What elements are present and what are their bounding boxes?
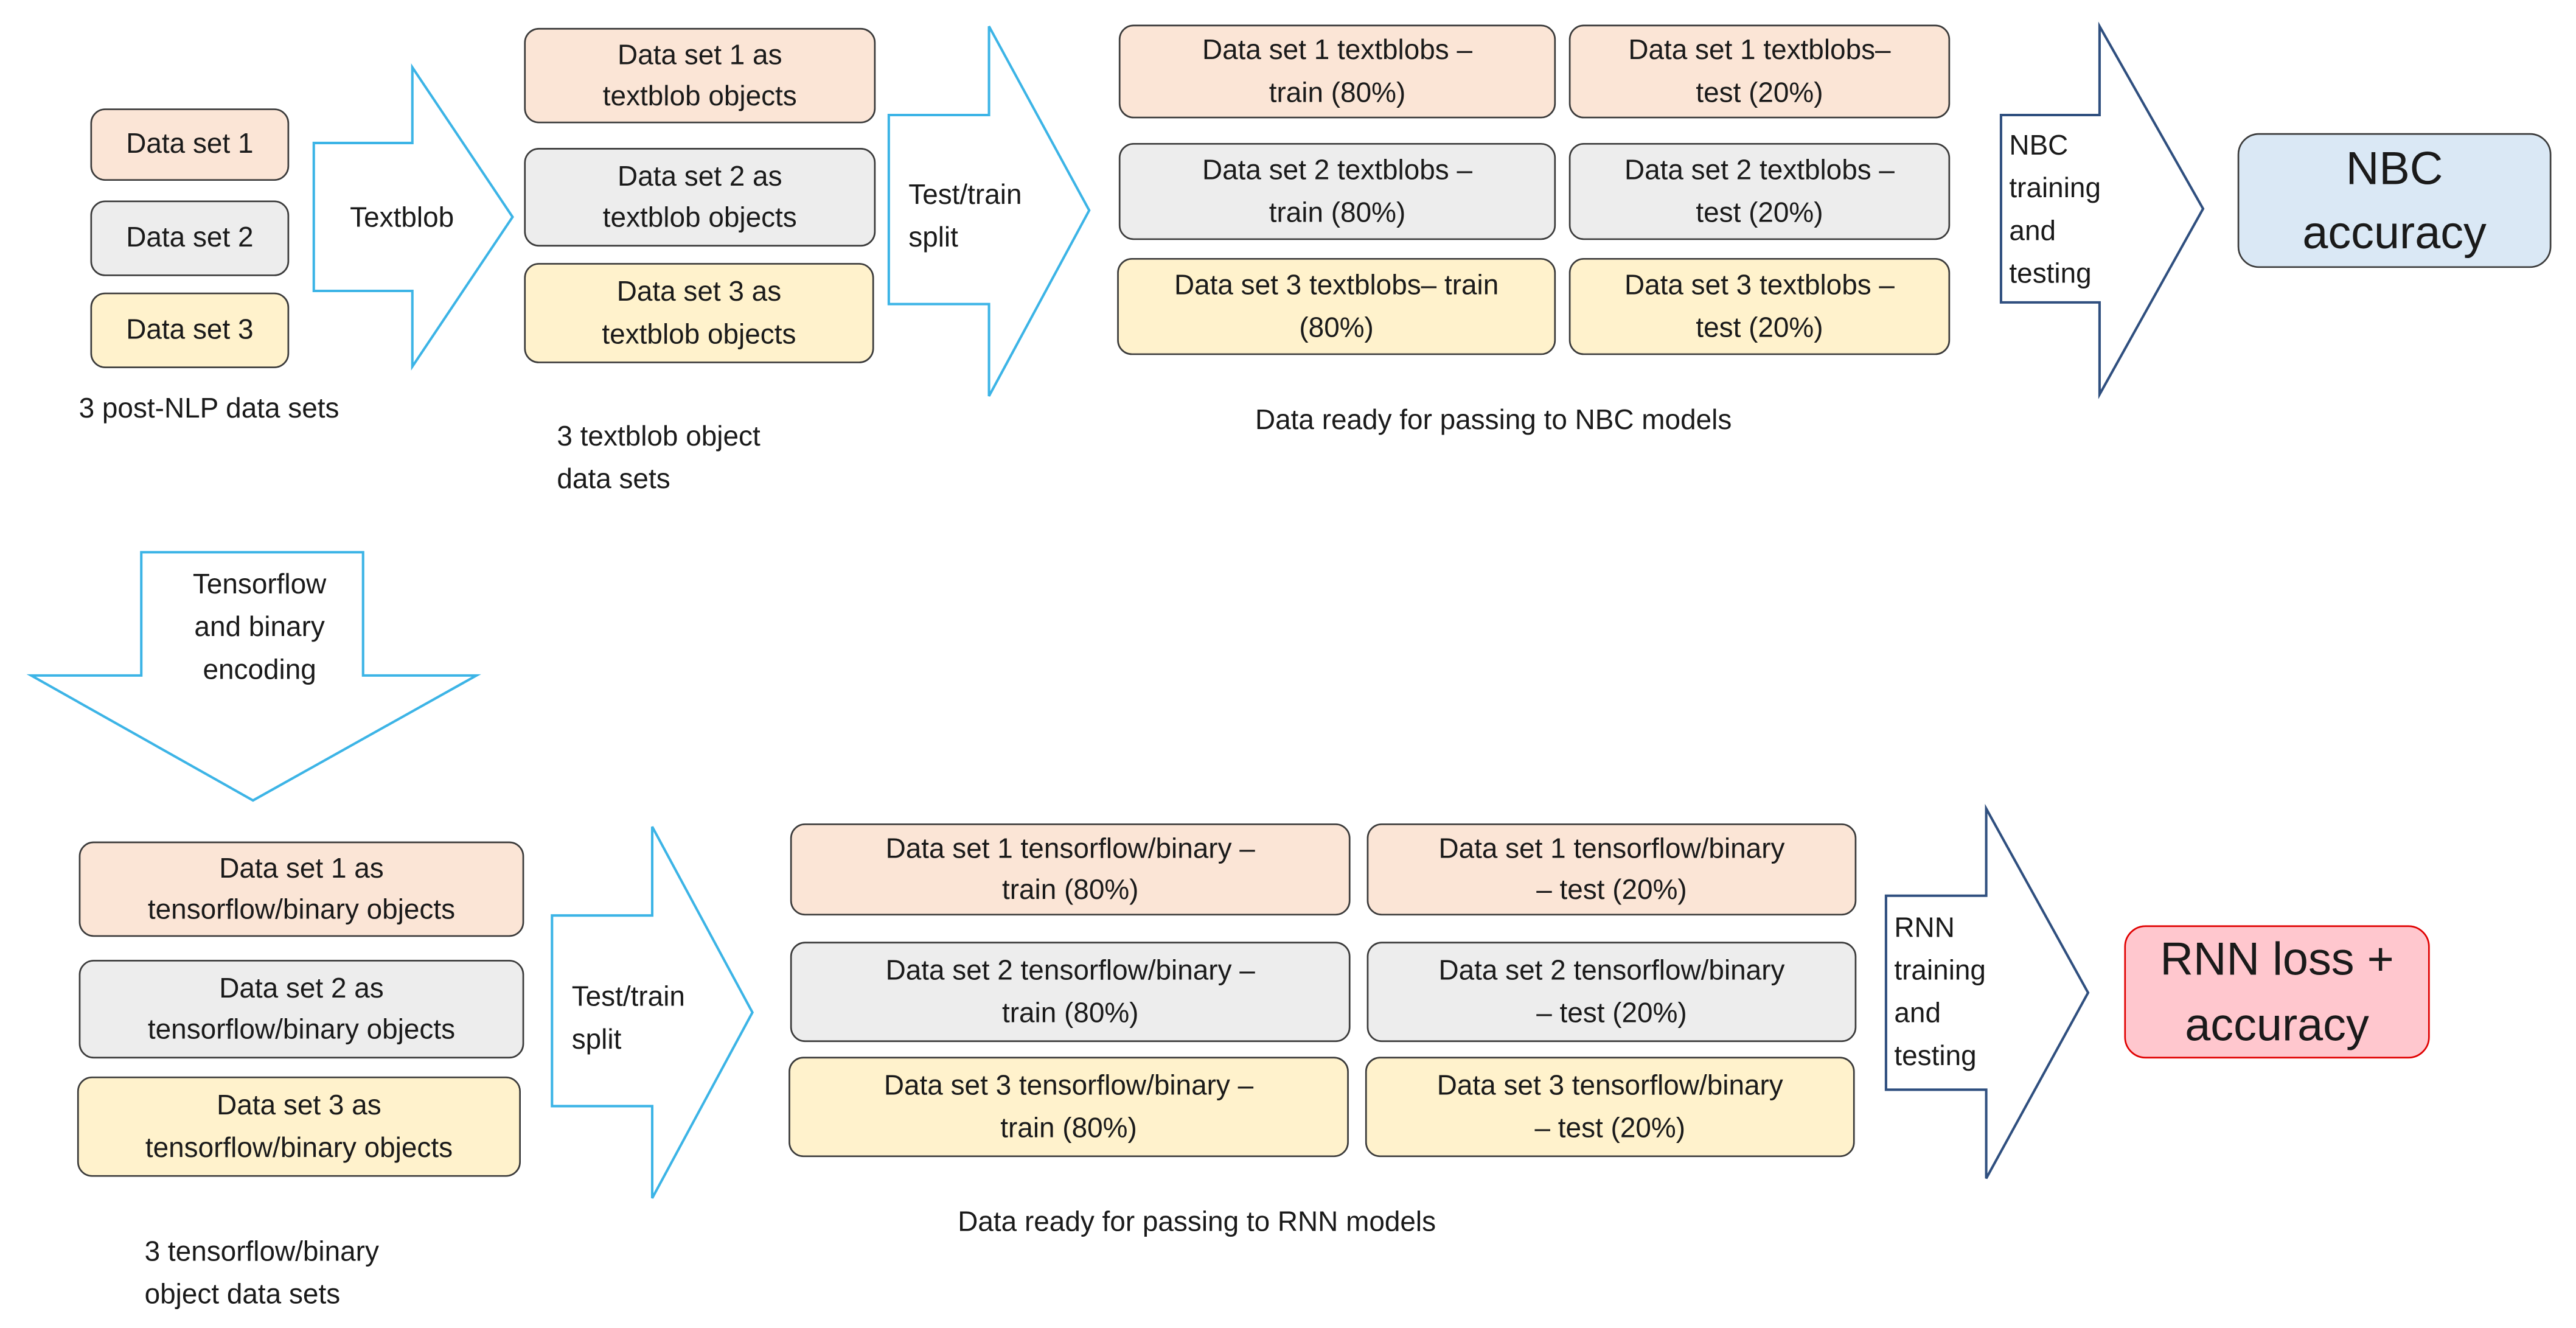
bottom-split-arrow-label: Test/train split <box>571 981 685 1055</box>
tf-set-2: Data set 2 as tensorflow/binary objects <box>78 960 524 1059</box>
textblob-set-1-label: Data set 1 as textblob objects <box>602 38 797 112</box>
encoding-arrow-label: Tensorflow and binary encoding <box>192 568 327 686</box>
top-train-set-2-label: Data set 2 textblobs – train (80%) <box>1202 154 1473 228</box>
tf-set-2-label: Data set 2 as tensorflow/binary objects <box>147 972 456 1046</box>
top-train-set-2: Data set 2 textblobs – train (80%) <box>1118 142 1556 240</box>
top-train-set-1-label: Data set 1 textblobs – train (80%) <box>1202 34 1473 108</box>
bottom-split-arrow-icon <box>551 826 754 1199</box>
top-test-set-3-label: Data set 3 textblobs – test (20%) <box>1624 269 1895 343</box>
top-test-set-2-label: Data set 2 textblobs – test (20%) <box>1624 154 1895 228</box>
bottom-train-set-1-label: Data set 1 tensorflow/binary – train (80… <box>885 832 1255 906</box>
top-train-set-3: Data set 3 textblobs– train (80%) <box>1117 257 1556 355</box>
tf-set-1: Data set 1 as tensorflow/binary objects <box>78 841 524 937</box>
tf-set-3-label: Data set 3 as tensorflow/binary objects <box>145 1089 453 1163</box>
bottom-ready-caption: Data ready for passing to RNN models <box>958 1206 1436 1238</box>
textblob-set-2: Data set 2 as textblob objects <box>524 148 876 247</box>
nbc-accuracy-result: NBC accuracy <box>2237 133 2552 268</box>
input-data-set-2: Data set 2 <box>90 200 290 276</box>
top-train-set-1: Data set 1 textblobs – train (80%) <box>1118 24 1556 119</box>
nbc-training-arrow-icon <box>1999 21 2205 399</box>
nbc-training-arrow-label: NBC training and testing <box>2009 130 2101 290</box>
bottom-test-set-2: Data set 2 tensorflow/binary – test (20%… <box>1366 942 1857 1043</box>
textblob-set-3: Data set 3 as textblob objects <box>524 263 874 363</box>
input-caption: 3 post-NLP data sets <box>78 393 339 424</box>
input-data-set-1: Data set 1 <box>90 108 290 181</box>
tf-set-3: Data set 3 as tensorflow/binary objects <box>77 1076 521 1177</box>
top-test-set-3: Data set 3 textblobs – test (20%) <box>1568 257 1951 355</box>
bottom-train-set-3-label: Data set 3 tensorflow/binary – train (80… <box>883 1070 1254 1144</box>
encoding-arrow-icon <box>26 551 481 802</box>
textblob-arrow-label: Textblob <box>350 202 454 234</box>
top-ready-caption: Data ready for passing to NBC models <box>1255 404 1732 436</box>
top-split-arrow-label: Test/train split <box>908 179 1022 253</box>
input-data-set-2-label: Data set 2 <box>126 222 254 254</box>
textblob-set-2-label: Data set 2 as textblob objects <box>602 160 797 234</box>
top-test-set-1-label: Data set 1 textblobs– test (20%) <box>1628 34 1891 108</box>
input-data-set-3-label: Data set 3 <box>126 314 254 346</box>
bottom-train-set-2-label: Data set 2 tensorflow/binary – train (80… <box>885 954 1255 1029</box>
top-test-set-1: Data set 1 textblobs– test (20%) <box>1568 24 1951 119</box>
rnn-training-arrow-icon <box>1884 803 2090 1179</box>
bottom-train-set-1: Data set 1 tensorflow/binary – train (80… <box>790 823 1351 916</box>
tf-set-1-label: Data set 1 as tensorflow/binary objects <box>147 852 456 926</box>
bottom-test-set-3-label: Data set 3 tensorflow/binary – test (20%… <box>1436 1070 1783 1144</box>
textblob-set-1: Data set 1 as textblob objects <box>524 27 876 124</box>
input-data-set-3: Data set 3 <box>90 292 290 368</box>
textblob-set-3-label: Data set 3 as textblob objects <box>602 276 796 349</box>
textblob-caption: 3 textblob object data sets <box>557 421 761 495</box>
textblob-arrow-icon <box>312 63 514 371</box>
rnn-training-arrow-label: RNN training and testing <box>1894 912 1986 1072</box>
top-split-arrow-icon <box>887 26 1091 397</box>
top-test-set-2: Data set 2 textblobs – test (20%) <box>1568 142 1951 240</box>
bottom-test-set-2-label: Data set 2 tensorflow/binary – test (20%… <box>1438 954 1785 1029</box>
input-data-set-1-label: Data set 1 <box>126 128 254 160</box>
bottom-train-set-3: Data set 3 tensorflow/binary – train (80… <box>788 1057 1349 1158</box>
bottom-test-set-3: Data set 3 tensorflow/binary – test (20%… <box>1365 1057 1855 1158</box>
top-train-set-3-label: Data set 3 textblobs– train (80%) <box>1174 269 1499 343</box>
bottom-test-set-1: Data set 1 tensorflow/binary – test (20%… <box>1366 823 1857 916</box>
rnn-loss-accuracy-result: RNN loss + accuracy <box>2124 925 2430 1059</box>
bottom-train-set-2: Data set 2 tensorflow/binary – train (80… <box>790 942 1351 1043</box>
bottom-test-set-1-label: Data set 1 tensorflow/binary – test (20%… <box>1438 832 1785 906</box>
tf-caption: 3 tensorflow/binary object data sets <box>144 1235 379 1311</box>
